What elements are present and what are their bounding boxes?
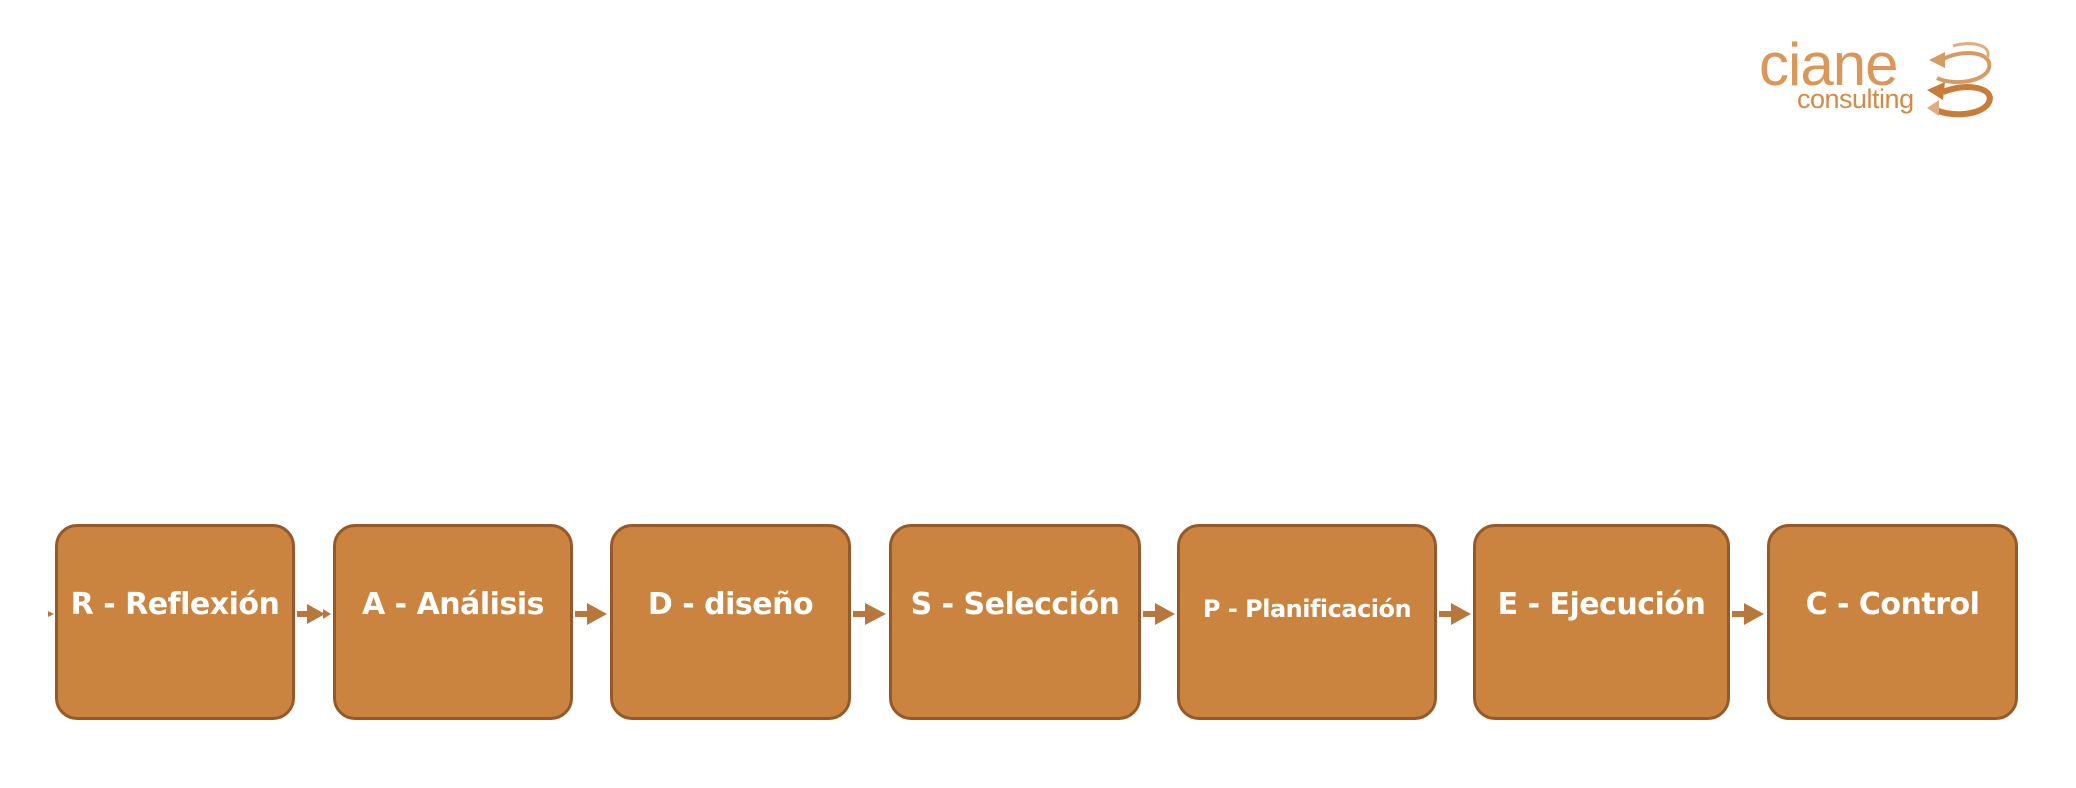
arrow-right-icon	[1732, 603, 1764, 625]
entry-arrow-icon	[48, 611, 54, 617]
step-diseno: D - diseño	[610, 524, 851, 720]
logo-brand-bottom: consulting	[1797, 84, 1914, 114]
step-planificacion: P - Planificación	[1177, 524, 1437, 720]
arrow-right-icon	[853, 603, 886, 625]
arrow-right-icon	[1439, 603, 1471, 625]
step-seleccion: S - Selección	[889, 524, 1141, 720]
arrow-right-icon	[575, 603, 607, 625]
step-label: R - Reflexión	[70, 587, 280, 622]
step-ejecucion: E - Ejecución	[1473, 524, 1730, 720]
step-label: A - Análisis	[362, 587, 544, 622]
step-label: C - Control	[1805, 587, 1980, 622]
step-reflexion: R - Reflexión	[55, 524, 295, 720]
step-control: C - Control	[1767, 524, 2018, 720]
step-label: P - Planificación	[1202, 595, 1412, 623]
step-label: E - Ejecución	[1497, 587, 1706, 622]
step-label: S - Selección	[910, 587, 1120, 622]
step-analisis: A - Análisis	[333, 524, 573, 720]
swirl-arrows-icon	[1927, 42, 1993, 118]
logo-brand-top: ciane	[1759, 31, 1898, 98]
arrow-right-icon	[297, 604, 331, 624]
step-label: D - diseño	[647, 587, 814, 622]
arrow-right-icon	[1143, 603, 1175, 625]
ciane-consulting-logo: ciane consulting	[1755, 31, 2005, 124]
